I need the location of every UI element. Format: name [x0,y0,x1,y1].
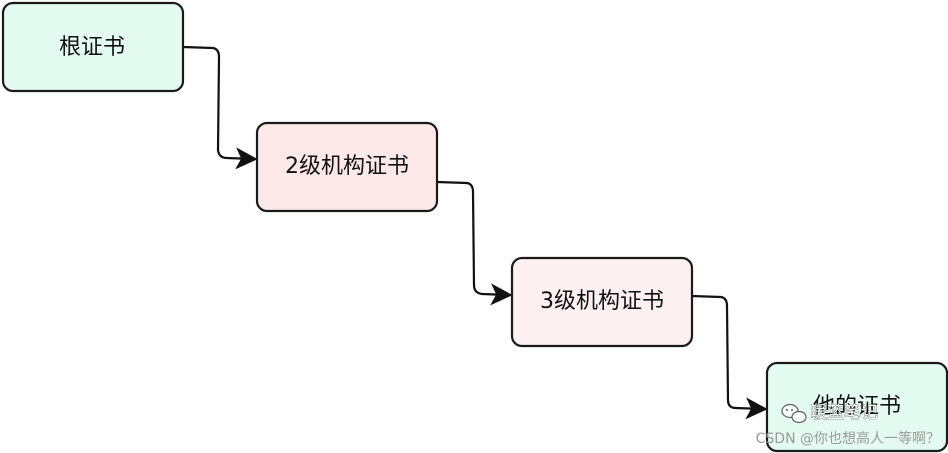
node-level3-certificate: 3级机构证书 [510,256,694,348]
edge-level2-to-level3 [435,180,513,306]
node-box [1,1,185,93]
node-box [510,256,694,348]
edge-level3-to-site [689,294,768,420]
node-level2-certificate: 2级机构证书 [255,121,439,213]
node-root-certificate: 根证书 [1,1,185,93]
node-box [255,121,439,213]
node-label: 根证书 [59,35,125,60]
node-site-certificate: 他的证书 [765,361,948,453]
wechat-icon [781,403,807,424]
node-label: 3级机构证书 [540,289,664,314]
edge-root-to-level2 [181,45,258,170]
node-label: 2级机构证书 [285,154,409,179]
wechat-watermark: 暖蓝笔记 [781,403,878,424]
node-label: 他的证书 [813,394,901,419]
csdn-watermark-text: CSDN @你也想高人一等啊？ [756,430,940,447]
node-box [765,361,948,453]
wechat-watermark-text: 暖蓝笔记 [810,403,878,423]
